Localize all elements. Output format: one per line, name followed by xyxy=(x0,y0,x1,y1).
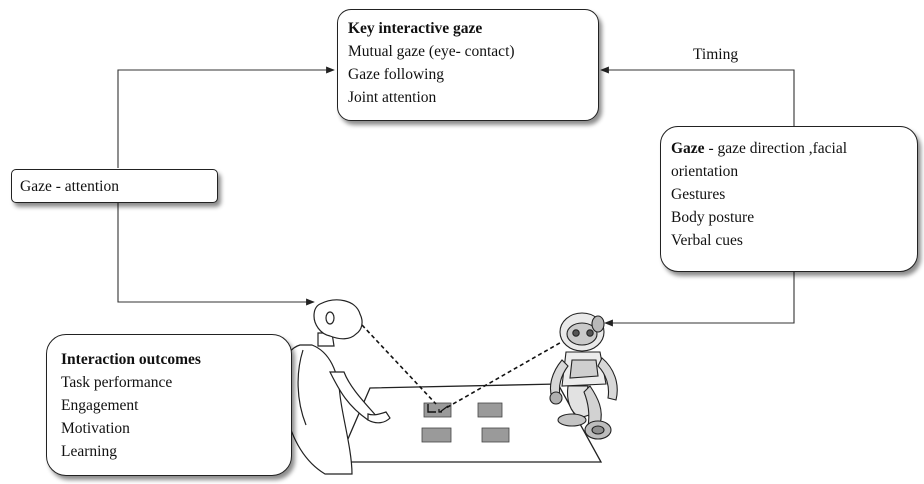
gaze-cues-box: Gaze - gaze direction ,facial orientatio… xyxy=(660,126,918,272)
interaction-outcomes-box: Interaction outcomes Task performance En… xyxy=(46,334,292,476)
outcomes-title: Interaction outcomes xyxy=(61,351,201,368)
gaze-cue-item: Body posture xyxy=(671,209,755,226)
key-interactive-gaze-box: Key interactive gaze Mutual gaze (eye- c… xyxy=(337,9,599,121)
gaze-cue-primary: Gaze - gaze direction ,facial orientatio… xyxy=(671,137,907,183)
gaze-attention-label: Gaze - attention xyxy=(20,178,119,195)
outcome-item: Motivation xyxy=(61,420,130,437)
gaze-cue-item: Gestures xyxy=(671,186,726,203)
timing-label: Timing xyxy=(693,46,739,63)
key-gaze-item: Mutual gaze (eye- contact) xyxy=(348,43,515,60)
gaze-cue-bold: Gaze xyxy=(671,140,705,157)
task-card-1 xyxy=(423,402,452,418)
key-gaze-title: Key interactive gaze xyxy=(348,20,483,37)
right-connector xyxy=(600,66,795,327)
task-card-2 xyxy=(477,402,503,418)
gaze-cue-item: Verbal cues xyxy=(671,232,743,249)
key-gaze-item: Gaze following xyxy=(348,66,444,83)
outcome-item: Learning xyxy=(61,443,117,460)
gaze-lines xyxy=(361,324,573,409)
gaze-attention-box: Gaze - attention xyxy=(11,169,218,203)
left-connector xyxy=(117,66,335,306)
gaze-cue-detail: - gaze direction ,facial orientation xyxy=(671,140,848,180)
task-card-4 xyxy=(481,427,510,443)
task-card-3 xyxy=(421,427,452,443)
shared-task-table xyxy=(337,383,603,463)
outcome-item: Task performance xyxy=(61,374,173,391)
outcome-item: Engagement xyxy=(61,397,139,414)
humanoid-robot xyxy=(549,312,618,440)
key-gaze-item: Joint attention xyxy=(348,89,437,106)
